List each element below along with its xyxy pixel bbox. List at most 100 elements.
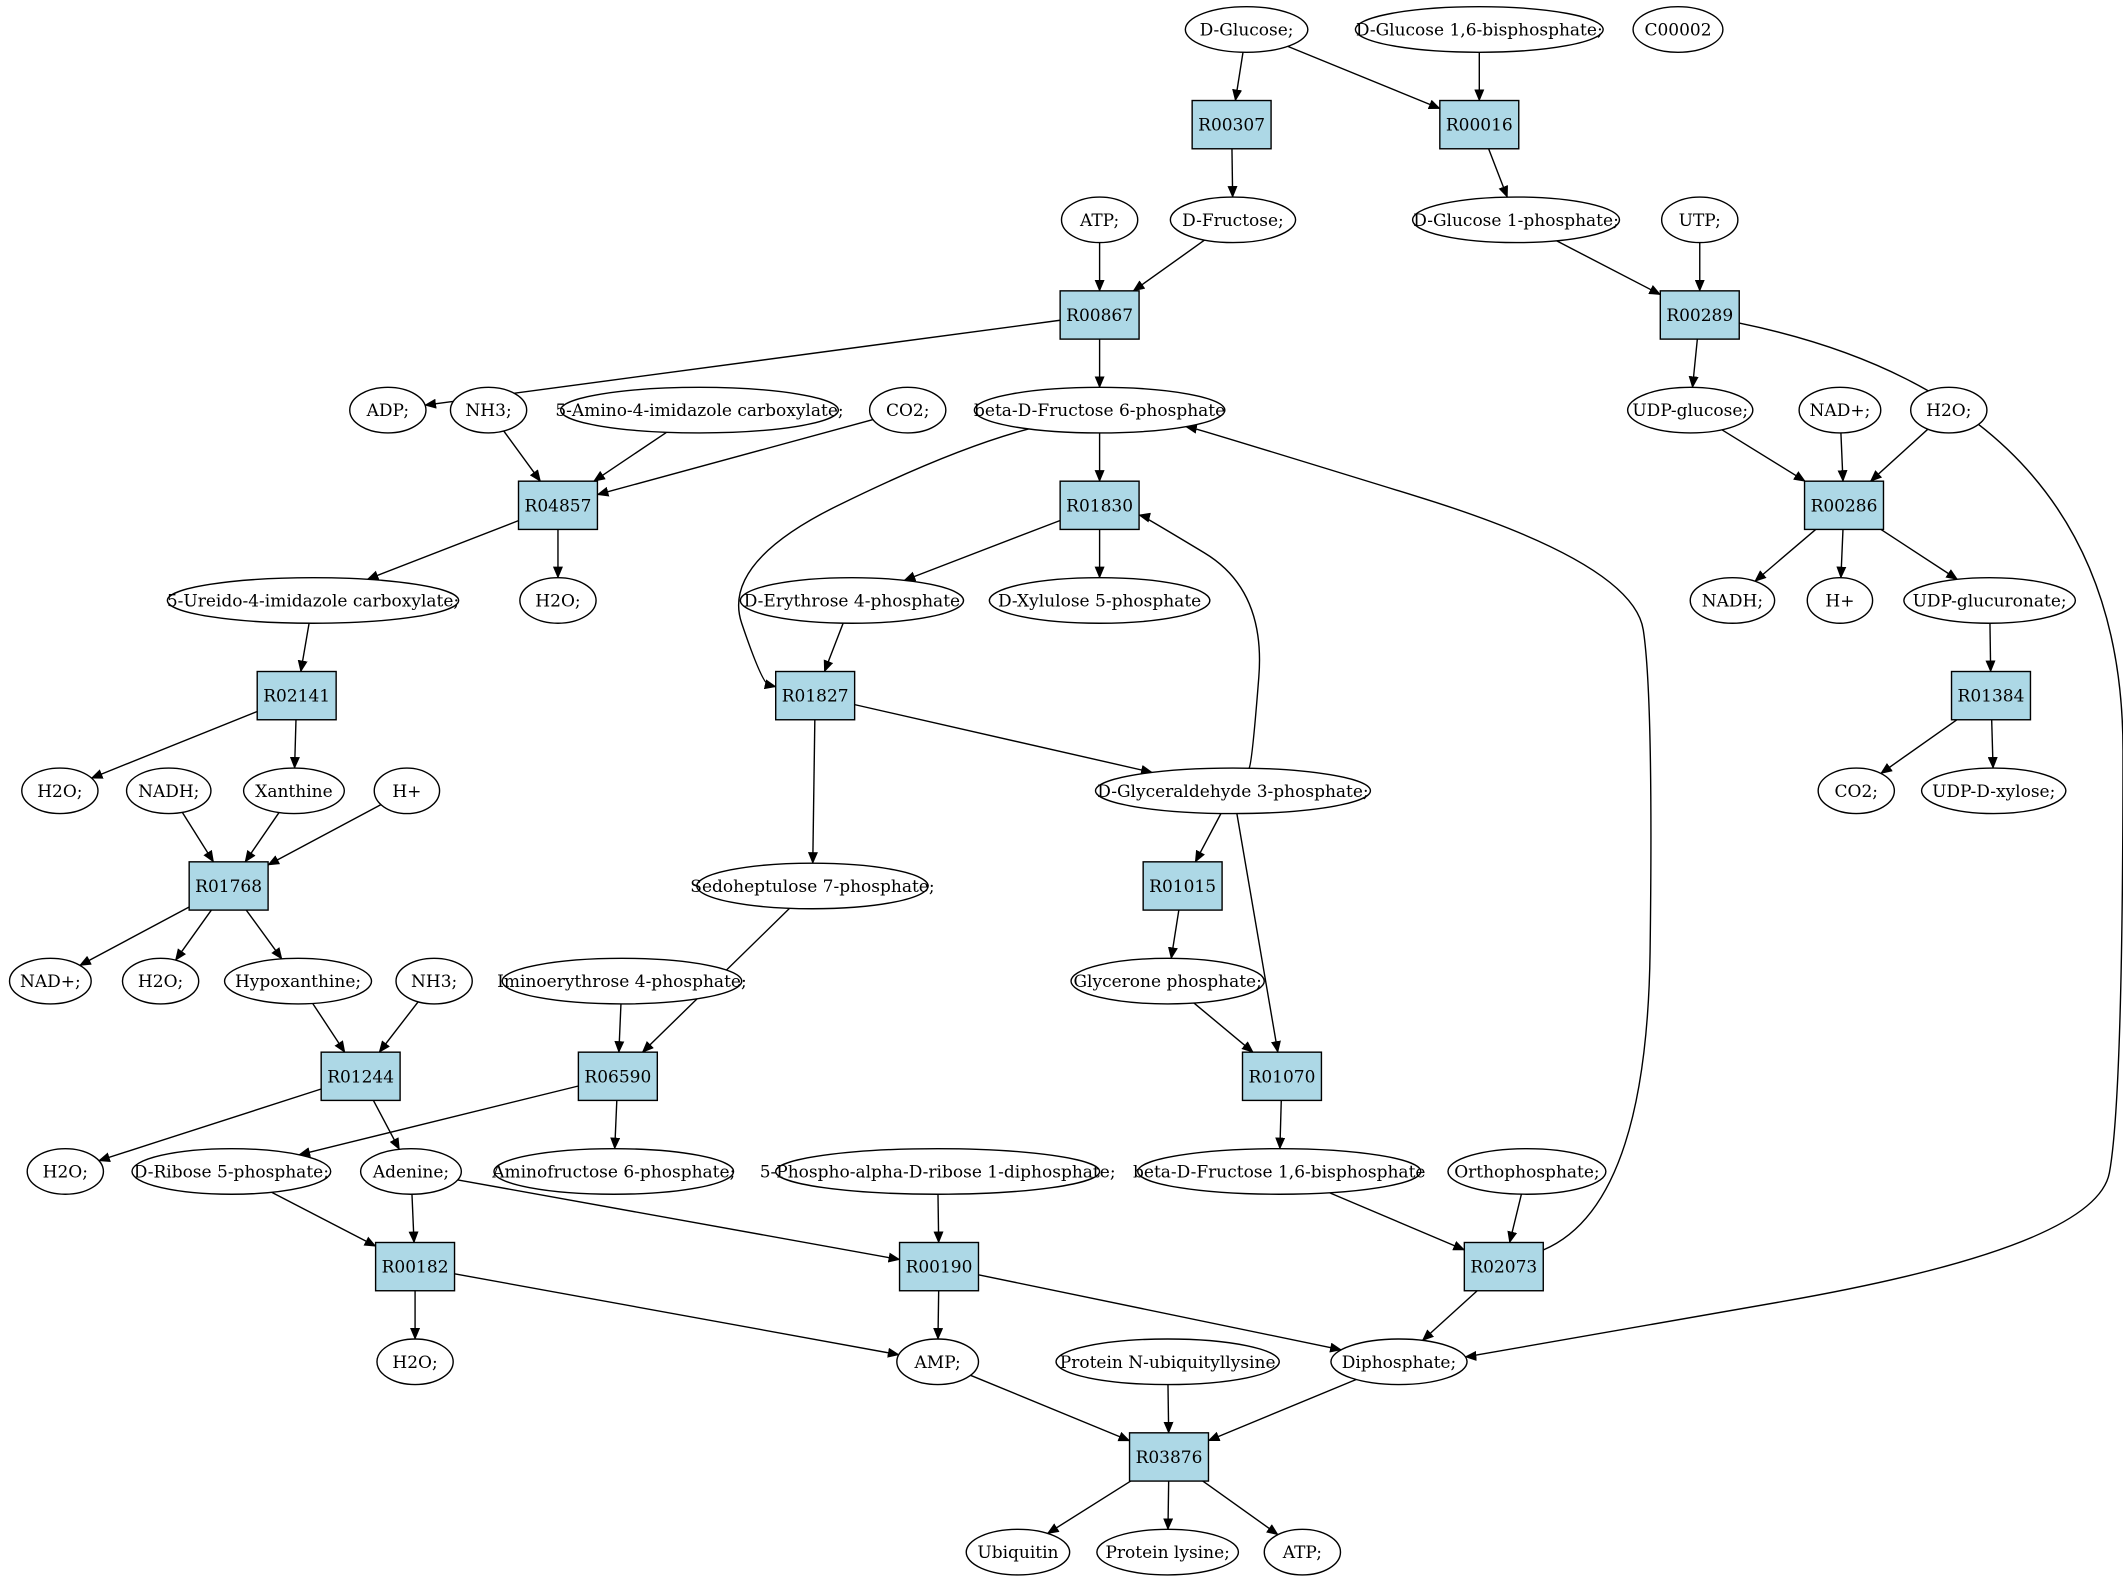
compound-ellipse (988, 576, 1211, 624)
reaction-node-r01768[interactable]: R01768 (188, 861, 269, 911)
compound-node-nadh_b[interactable]: NADH; (125, 767, 212, 815)
reaction-node-r01070[interactable]: R01070 (1241, 1051, 1323, 1102)
reaction-node-r00190[interactable]: R00190 (898, 1241, 980, 1292)
compound-node-hypox[interactable]: Hypoxanthine; (223, 957, 373, 1005)
reaction-node-r04857[interactable]: R04857 (517, 480, 599, 531)
compound-node-glucose[interactable]: D-Glucose; (1184, 6, 1309, 53)
edge-r00307-to-fructose (1227, 148, 1238, 199)
node-label: H+ (392, 782, 421, 802)
compound-node-s7p[interactable]: Sedoheptulose 7-phosphate; (690, 862, 935, 910)
compound-node-fbp[interactable]: beta-D-Fructose 1,6-bisphosphate (1133, 1147, 1425, 1195)
compound-node-x5p[interactable]: D-Xylulose 5-phosphate (988, 576, 1211, 624)
compound-node-h2o_c[interactable]: H2O; (21, 767, 99, 815)
compound-node-f6p[interactable]: beta-D-Fructose 6-phosphate (973, 386, 1226, 434)
reaction-node-r01244[interactable]: R01244 (320, 1051, 401, 1102)
compound-node-h2o_b[interactable]: H2O; (519, 576, 597, 624)
edge-r01827-to-g3p (854, 703, 1154, 775)
compound-node-nadp[interactable]: NAD+; (1798, 386, 1882, 434)
compound-node-co2b[interactable]: CO2; (1817, 767, 1896, 815)
compound-node-hplus_b[interactable]: H+ (373, 767, 441, 815)
edge-g3p-to-r01070 (1236, 813, 1281, 1054)
reaction-node-r01830[interactable]: R01830 (1059, 480, 1140, 531)
compound-node-amp[interactable]: AMP; (896, 1338, 980, 1386)
edge-imino-to-r06590 (614, 1003, 625, 1054)
compound-ellipse (376, 1338, 454, 1386)
reaction-node-r06590[interactable]: R06590 (577, 1051, 659, 1102)
compound-node-adenine[interactable]: Adenine; (359, 1147, 463, 1195)
reaction-node-r01384[interactable]: R01384 (1950, 670, 2032, 721)
compound-node-nadp2[interactable]: NAD+; (8, 957, 92, 1005)
reaction-node-r00867[interactable]: R00867 (1059, 290, 1140, 340)
compound-ellipse (559, 386, 840, 434)
compound-node-h2o_a[interactable]: H2O; (1910, 386, 1988, 434)
edge-r02141-to-h2o_c (90, 710, 258, 779)
compound-node-c00002[interactable]: C00002 (1632, 6, 1724, 53)
node-label: Protein lysine; (1105, 1543, 1229, 1563)
reaction-node-r01015[interactable]: R01015 (1142, 861, 1223, 911)
compound-node-h2o_d[interactable]: H2O; (121, 957, 200, 1005)
compound-node-ubiquitin[interactable]: Ubiquitin (965, 1528, 1071, 1576)
compound-node-glc16bp[interactable]: D-Glucose 1,6-bisphosphate; (1354, 6, 1604, 53)
compound-node-h2o_f[interactable]: H2O; (376, 1338, 454, 1386)
compound-node-pi[interactable]: Orthophosphate; (1447, 1147, 1607, 1195)
compound-ellipse (1626, 386, 1754, 434)
compound-node-protubk[interactable]: Protein N-ubiquityllysine (1055, 1338, 1280, 1386)
node-label: R01830 (1066, 496, 1133, 516)
compound-node-e4p[interactable]: D-Erythrose 4-phosphate (739, 576, 965, 624)
compound-ellipse (501, 957, 743, 1005)
node-label: R04857 (525, 496, 592, 516)
edge-r03876-to-protlys (1163, 1481, 1174, 1531)
compound-node-dhap[interactable]: Glycerone phosphate; (1070, 957, 1265, 1005)
compound-node-imino[interactable]: Iminoerythrose 4-phosphate; (497, 957, 747, 1005)
compound-node-ppi[interactable]: Diphosphate; (1330, 1338, 1468, 1386)
compound-node-udpgluc[interactable]: UDP-glucuronate; (1903, 576, 2077, 624)
reaction-node-r00289[interactable]: R00289 (1659, 290, 1740, 340)
compound-node-h2o_e[interactable]: H2O; (26, 1147, 105, 1195)
edge-nh3b-to-r01244 (378, 1001, 419, 1053)
node-label: ATP; (1079, 211, 1119, 231)
edge-r03876-to-ubiquitin (1046, 1480, 1132, 1535)
compound-ellipse (739, 576, 965, 624)
compound-node-nh3a[interactable]: NH3; (449, 386, 528, 434)
compound-node-glc1p[interactable]: D-Glucose 1-phosphate; (1411, 196, 1621, 244)
compound-node-udpglc[interactable]: UDP-glucose; (1626, 386, 1754, 434)
compound-node-uic[interactable]: 5-Ureido-4-imidazole carboxylate; (166, 576, 460, 624)
compound-node-atp2[interactable]: ATP; (1263, 1528, 1342, 1576)
compound-node-fructose[interactable]: D-Fructose; (1169, 196, 1297, 244)
edge-r00289-to-ppi (1464, 322, 2123, 1361)
reaction-node-r02141[interactable]: R02141 (256, 670, 337, 721)
compound-node-aic[interactable]: 5-Amino-4-imidazole carboxylate; (555, 386, 844, 434)
compound-ellipse (519, 576, 597, 624)
compound-ellipse (1447, 1147, 1607, 1195)
compound-node-nh3b[interactable]: NH3; (395, 957, 473, 1005)
compound-node-protlys[interactable]: Protein lysine; (1096, 1528, 1240, 1576)
compound-ellipse (26, 1147, 105, 1195)
edge-g3p-to-r01830 (1138, 512, 1261, 769)
reaction-node-r01827[interactable]: R01827 (775, 670, 856, 721)
compound-node-udpxyl[interactable]: UDP-D-xylose; (1920, 767, 2067, 815)
compound-node-co2a[interactable]: CO2; (868, 386, 947, 434)
edge-fbp-to-r02073 (1329, 1192, 1466, 1251)
compound-node-g3p[interactable]: D-Glyceraldehyde 3-phosphate; (1094, 767, 1372, 815)
compound-ellipse (121, 957, 200, 1005)
edge-f6p-to-r01827 (737, 428, 1029, 690)
edge-ppi-to-r03876 (1207, 1378, 1357, 1442)
reaction-node-r03876[interactable]: R03876 (1128, 1432, 1210, 1482)
compound-node-adp[interactable]: ADP; (349, 386, 427, 434)
compound-node-atp1[interactable]: ATP; (1060, 196, 1139, 244)
reaction-node-r00016[interactable]: R00016 (1439, 99, 1520, 150)
compound-node-utp[interactable]: UTP; (1660, 196, 1739, 244)
reaction-node-r00307[interactable]: R00307 (1191, 99, 1272, 150)
compound-node-hplus_a[interactable]: H+ (1806, 576, 1874, 624)
reaction-node-r00182[interactable]: R00182 (374, 1241, 456, 1292)
node-label: R06590 (584, 1067, 651, 1087)
compound-node-nadh_a[interactable]: NADH; (1689, 576, 1776, 624)
compound-node-prpp[interactable]: 5-Phospho-alpha-D-ribose 1-diphosphate; (760, 1147, 1116, 1195)
node-label: R01244 (327, 1067, 394, 1087)
reaction-node-r02073[interactable]: R02073 (1463, 1241, 1544, 1292)
compound-node-xanthine[interactable]: Xanthine (242, 767, 346, 815)
reaction-node-r00286[interactable]: R00286 (1803, 480, 1885, 531)
compound-node-r5p[interactable]: D-Ribose 5-phosphate; (131, 1147, 332, 1195)
node-label: ADP; (366, 401, 409, 421)
compound-node-amf6p[interactable]: Aminofructose 6-phosphate; (491, 1147, 735, 1195)
